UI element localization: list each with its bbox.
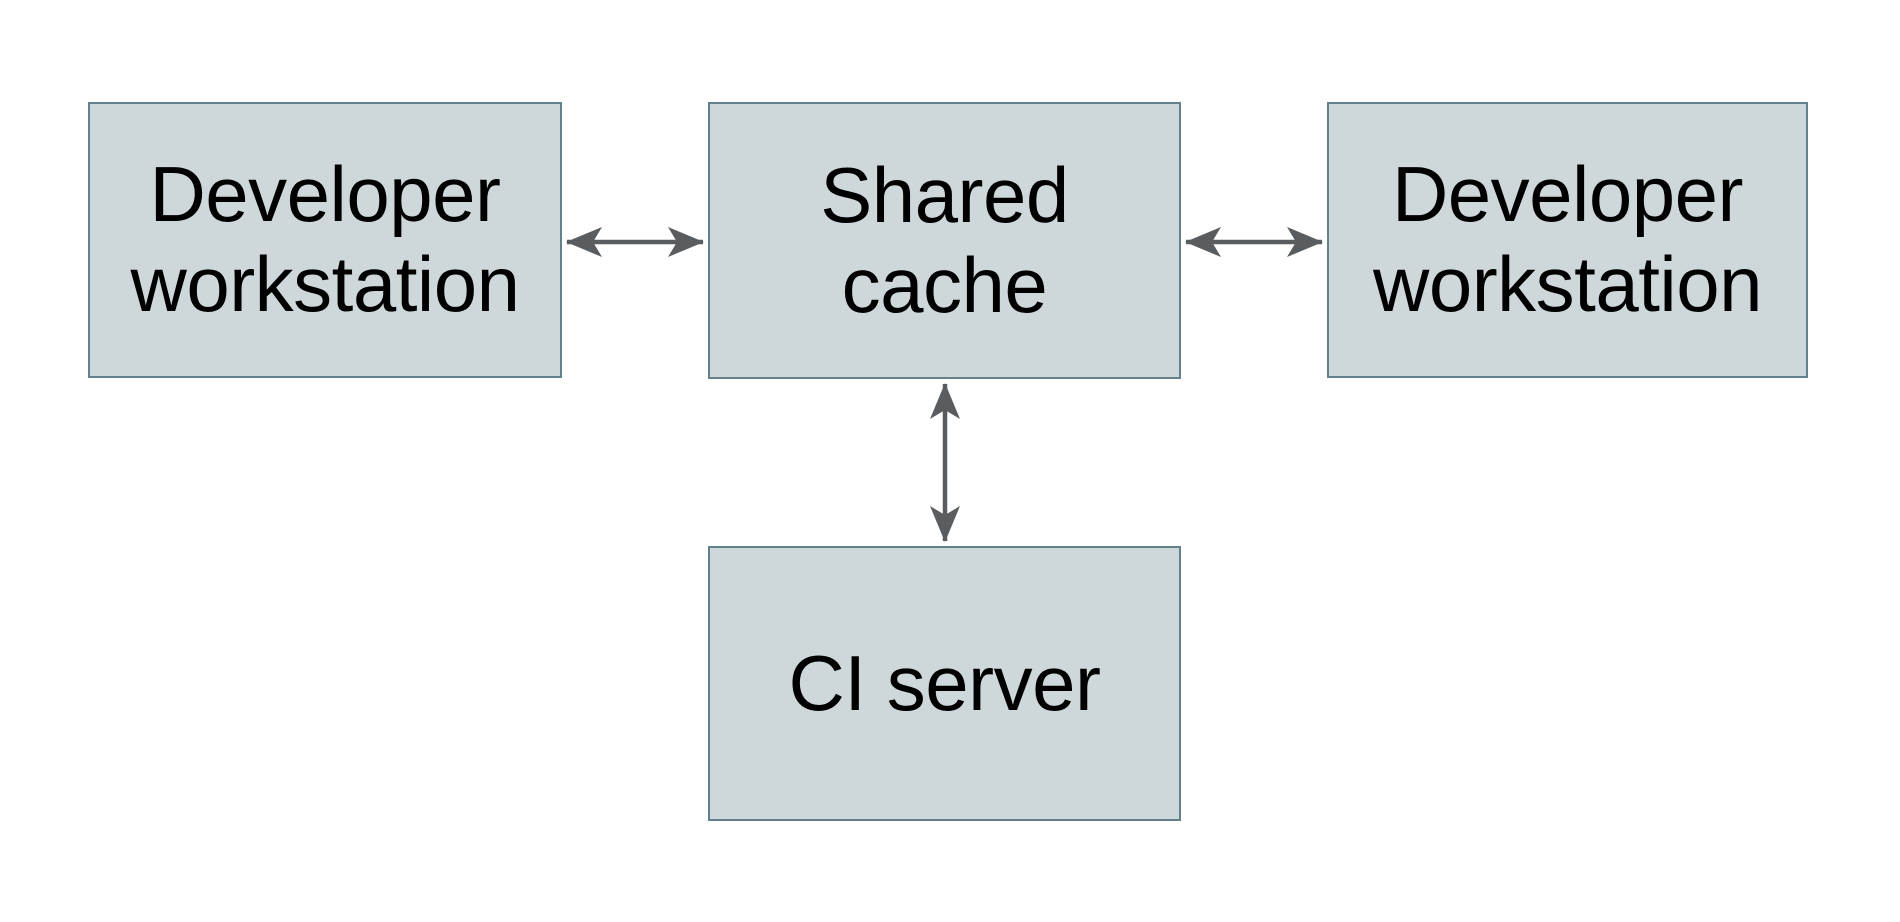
- node-developer-workstation-left: Developer workstation: [88, 102, 562, 378]
- node-label-line: workstation: [130, 240, 521, 328]
- node-shared-cache: Shared cache: [708, 102, 1181, 379]
- node-label-line: workstation: [1373, 240, 1763, 328]
- node-label-line: CI server: [788, 638, 1101, 727]
- node-developer-workstation-right: Developer workstation: [1327, 102, 1808, 378]
- node-label-line: cache: [841, 240, 1048, 329]
- node-ci-server: CI server: [708, 546, 1181, 821]
- node-label-line: Developer: [1391, 150, 1744, 239]
- node-label-line: Shared: [820, 150, 1069, 239]
- node-label-line: Developer: [149, 150, 501, 239]
